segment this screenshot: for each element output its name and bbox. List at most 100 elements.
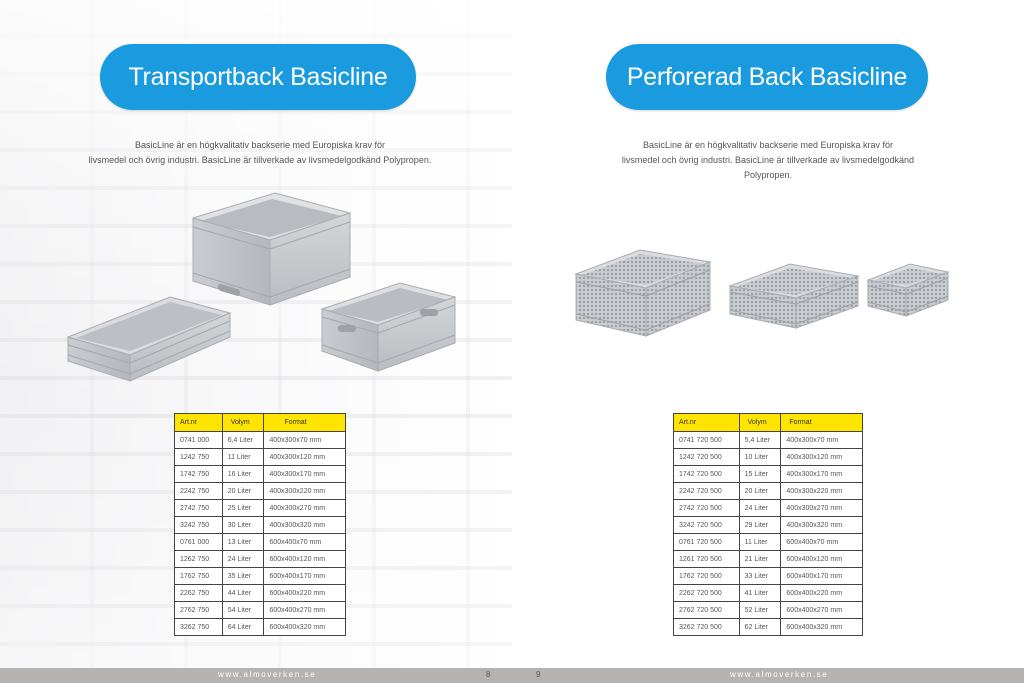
small-perforated-crate (866, 263, 950, 317)
cell-volym: 24 Liter (221, 550, 265, 568)
left-description-line-2: livsmedel och övrig industri. BasicLine … (88, 155, 432, 165)
cell-volym: 52 Liter (738, 601, 782, 619)
cell-art-nr: 1742 750 (174, 465, 223, 483)
cell-art-nr: 2242 720 500 (673, 482, 740, 500)
cell-volym: 24 Liter (738, 499, 782, 517)
cell-art-nr: 2262 720 500 (673, 584, 740, 602)
cell-format: 400x300x70 mm (263, 431, 346, 449)
cell-art-nr: 3242 720 500 (673, 516, 740, 534)
footer-bar: www.almoverken.se 8 9 www.almoverken.se (0, 668, 1024, 683)
cell-volym: 21 Liter (738, 550, 782, 568)
cell-art-nr: 2242 750 (174, 482, 223, 500)
cell-format: 600x400x270 mm (780, 601, 863, 619)
cell-format: 600x400x270 mm (263, 601, 346, 619)
cell-art-nr: 0761 000 (174, 533, 223, 551)
right-page-title: Perforerad Back Basicline (606, 44, 928, 110)
cell-volym: 20 Liter (738, 482, 782, 500)
cell-format: 600x400x320 mm (780, 618, 863, 636)
large-perforated-crate (574, 249, 712, 337)
cell-volym: 6,4 Liter (221, 431, 265, 449)
right-description-line-1: BasicLine är en högkvalitativ backserie … (642, 140, 894, 150)
cell-format: 400x300x270 mm (263, 499, 346, 517)
cell-art-nr: 3262 750 (174, 618, 223, 636)
left-footer-url[interactable]: www.almoverken.se (218, 670, 317, 679)
cell-art-nr: 3242 750 (174, 516, 223, 534)
table-header-row: Art.nr Volym Format (673, 413, 863, 432)
left-description-line-1: BasicLine är en högkvalitativ backserie … (134, 140, 386, 150)
cell-format: 400x300x120 mm (780, 448, 863, 466)
header-volym: Volym (221, 413, 265, 432)
cell-format: 600x400x220 mm (780, 584, 863, 602)
right-description-line-3: Polypropen. (743, 170, 793, 180)
right-description-line-2: livsmedel och övrig industri. BasicLine … (621, 155, 915, 165)
cell-format: 600x400x170 mm (263, 567, 346, 585)
cell-art-nr: 3262 720 500 (673, 618, 740, 636)
perforated-crates-image (574, 249, 950, 337)
cell-art-nr: 2262 750 (174, 584, 223, 602)
tall-crate (191, 192, 352, 306)
right-page-description: BasicLine är en högkvalitativ backserie … (578, 138, 958, 183)
header-art-nr: Art.nr (673, 413, 740, 432)
cell-format: 400x300x70 mm (780, 431, 863, 449)
cell-volym: 33 Liter (738, 567, 782, 585)
header-format: Format (263, 413, 346, 432)
flat-crate (66, 296, 232, 382)
cell-art-nr: 2742 750 (174, 499, 223, 517)
right-footer-url[interactable]: www.almoverken.se (730, 670, 829, 679)
cell-format: 600x400x120 mm (780, 550, 863, 568)
right-page-number: 9 (536, 670, 541, 679)
cell-art-nr: 1762 720 500 (673, 567, 740, 585)
cell-art-nr: 2742 720 500 (673, 499, 740, 517)
cell-volym: 54 Liter (221, 601, 265, 619)
cell-art-nr: 1262 750 (174, 550, 223, 568)
cell-volym: 41 Liter (738, 584, 782, 602)
cell-format: 600x400x120 mm (263, 550, 346, 568)
cell-volym: 15 Liter (738, 465, 782, 483)
left-page-number: 8 (486, 670, 491, 679)
cell-volym: 35 Liter (221, 567, 265, 585)
medium-crate (320, 282, 457, 372)
cell-format: 600x400x70 mm (780, 533, 863, 551)
cell-volym: 64 Liter (221, 618, 265, 636)
cell-volym: 16 Liter (221, 465, 265, 483)
cell-volym: 11 Liter (221, 448, 265, 466)
cell-art-nr: 1261 720 500 (673, 550, 740, 568)
cell-volym: 25 Liter (221, 499, 265, 517)
cell-format: 400x300x320 mm (780, 516, 863, 534)
cell-volym: 10 Liter (738, 448, 782, 466)
medium-perforated-crate (728, 263, 860, 329)
solid-crates-image (66, 192, 457, 382)
cell-art-nr: 1242 750 (174, 448, 223, 466)
cell-format: 400x300x270 mm (780, 499, 863, 517)
cell-art-nr: 0741 000 (174, 431, 223, 449)
cell-format: 600x400x220 mm (263, 584, 346, 602)
cell-format: 400x300x120 mm (263, 448, 346, 466)
cell-art-nr: 1762 750 (174, 567, 223, 585)
cell-art-nr: 0741 720 500 (673, 431, 740, 449)
cell-volym: 29 Liter (738, 516, 782, 534)
cell-format: 600x400x70 mm (263, 533, 346, 551)
cell-format: 400x300x170 mm (780, 465, 863, 483)
cell-format: 400x300x220 mm (780, 482, 863, 500)
